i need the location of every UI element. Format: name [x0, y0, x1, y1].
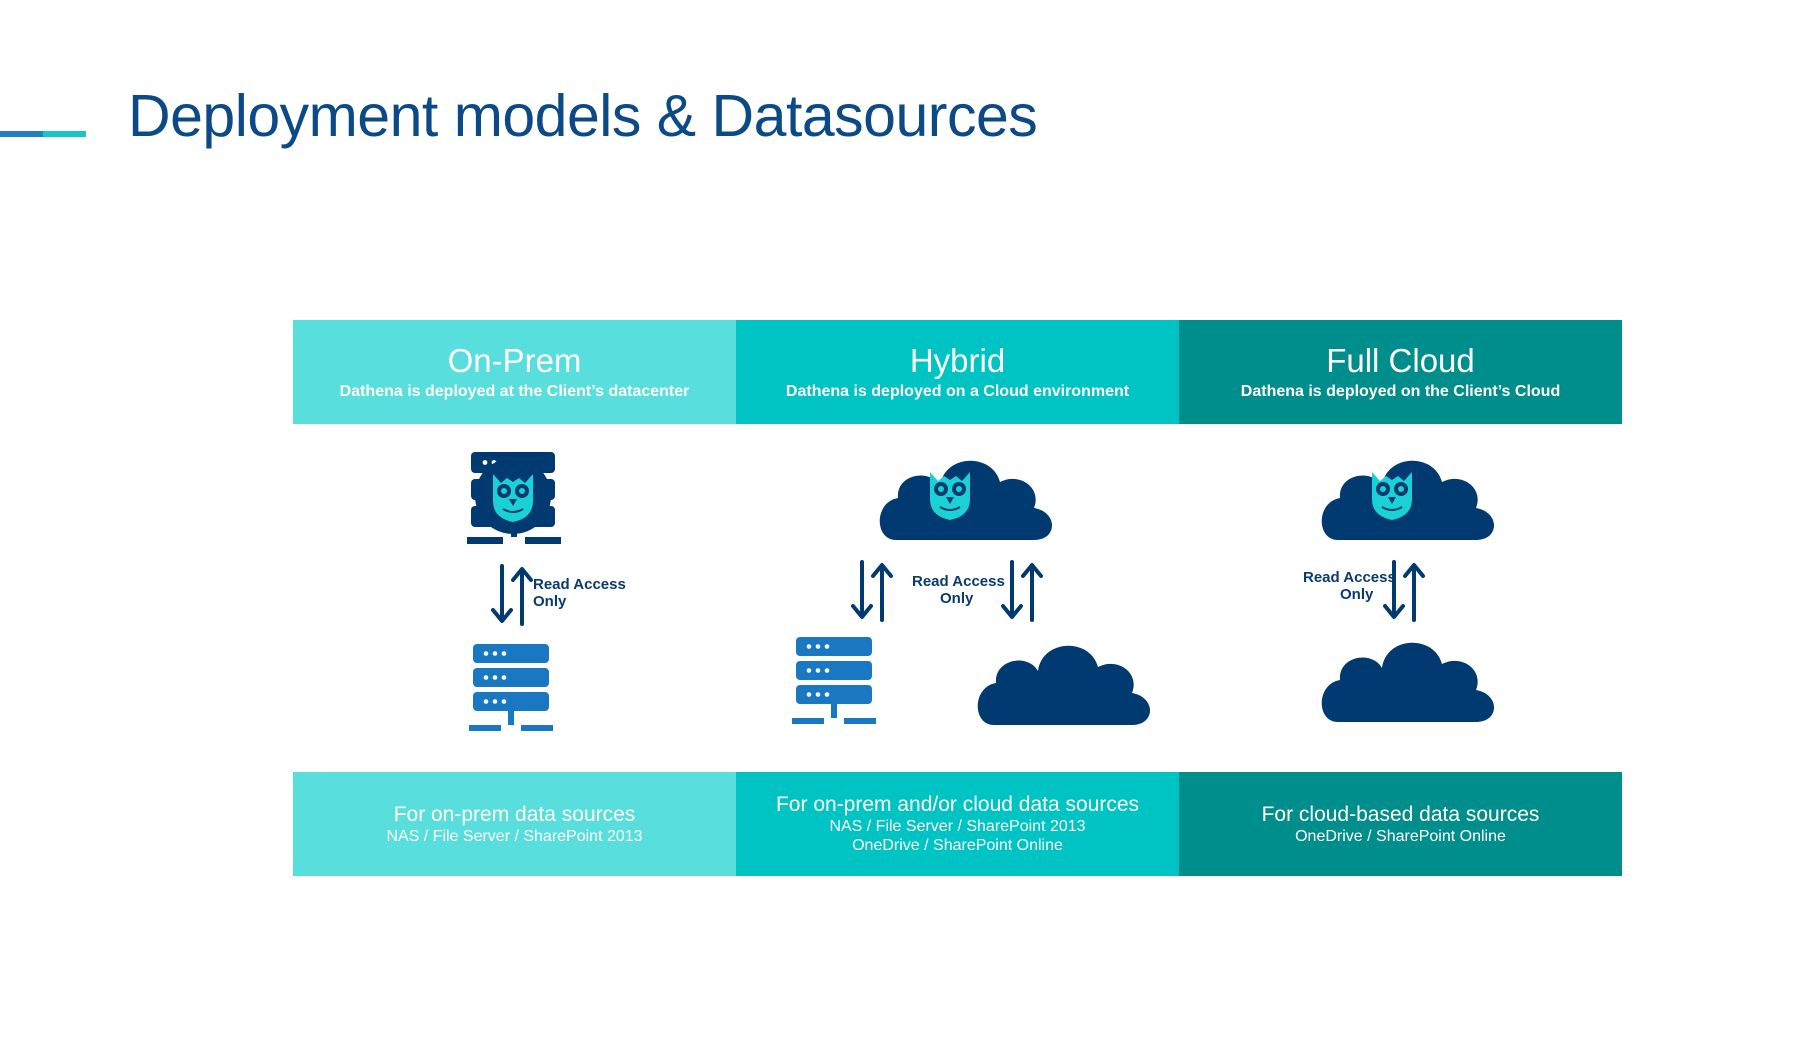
read-access-label-line2: Only [533, 593, 567, 610]
owl-icon [929, 471, 971, 521]
page-title: Deployment models & Datasources [128, 83, 1038, 149]
bidirectional-arrow-icon [1001, 560, 1043, 622]
read-access-label: Read Access [1303, 569, 1396, 586]
footer-sources: NAS / File Server / SharePoint 2013 [829, 818, 1086, 835]
cloud-icon [977, 645, 1150, 725]
read-access-label-line2: Only [1340, 586, 1374, 603]
owl-badge-icon [475, 458, 551, 534]
header-on-prem: On-Prem Dathena is deployed at the Clien… [293, 320, 736, 424]
accent-line-dark [0, 131, 43, 137]
cloud-icon [879, 460, 1052, 540]
datasource-footers: For on-prem data sources NAS / File Serv… [293, 772, 1622, 876]
header-subtitle: Dathena is deployed at the Client’s data… [339, 383, 690, 400]
bidirectional-arrow-icon [491, 564, 533, 626]
footer-title: For cloud-based data sources [1261, 802, 1540, 826]
read-access-label-line2: Only [940, 590, 974, 607]
header-hybrid: Hybrid Dathena is deployed on a Cloud en… [736, 320, 1179, 424]
server-icon [467, 452, 561, 544]
header-full-cloud: Full Cloud Dathena is deployed on the Cl… [1179, 320, 1622, 424]
footer-sources: OneDrive / SharePoint Online [1295, 827, 1506, 845]
server-icon [469, 644, 553, 731]
owl-icon [1371, 471, 1413, 521]
footer-title: For on-prem and/or cloud data sources [775, 793, 1140, 816]
server-icon [792, 637, 876, 724]
accent-line-light [43, 131, 86, 137]
footer-sources-line2: OneDrive / SharePoint Online [852, 837, 1063, 854]
bidirectional-arrow-icon [851, 560, 893, 622]
footer-title: For on-prem data sources [393, 802, 636, 826]
footer-on-prem: For on-prem data sources NAS / File Serv… [293, 772, 736, 876]
read-access-label: Read Access [533, 576, 626, 593]
footer-hybrid: For on-prem and/or cloud data sources NA… [736, 772, 1179, 876]
header-title: Hybrid [909, 342, 1006, 379]
footer-sources: NAS / File Server / SharePoint 2013 [386, 827, 643, 845]
header-subtitle: Dathena is deployed on the Client’s Clou… [1240, 383, 1561, 400]
header-title: Full Cloud [1326, 342, 1475, 379]
header-subtitle: Dathena is deployed on a Cloud environme… [785, 383, 1130, 400]
cloud-icon [1321, 642, 1494, 722]
owl-icon [492, 473, 534, 523]
footer-full-cloud: For cloud-based data sources OneDrive / … [1179, 772, 1622, 876]
cloud-icon [1321, 460, 1494, 540]
header-title: On-Prem [447, 342, 582, 379]
bidirectional-arrow-icon [1383, 560, 1425, 622]
deployment-model-headers: On-Prem Dathena is deployed at the Clien… [293, 320, 1622, 424]
read-access-label: Read Access [912, 573, 1005, 590]
